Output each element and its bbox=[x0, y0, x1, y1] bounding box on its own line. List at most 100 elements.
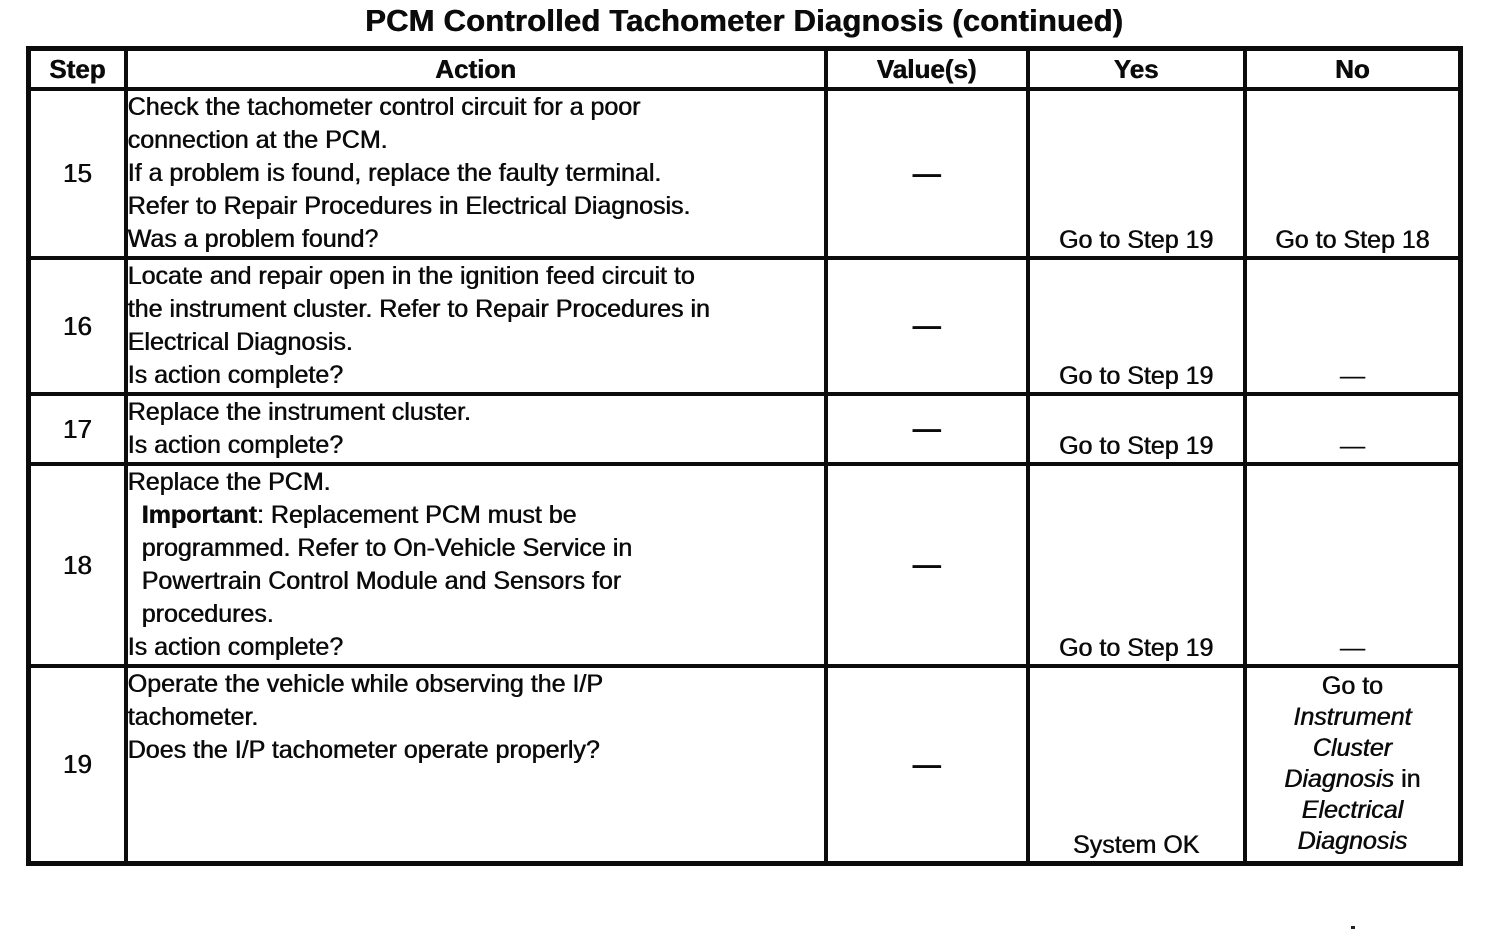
text-line: — bbox=[1249, 431, 1457, 460]
column-header-values: Value(s) bbox=[823, 46, 1030, 91]
text-segment: — bbox=[1339, 432, 1365, 460]
text-line: programmed. Refer to On-Vehicle Service … bbox=[141, 532, 822, 565]
value-cell: — bbox=[823, 87, 1030, 260]
no-cell: — bbox=[1242, 462, 1463, 668]
yes-cell: Go to Step 19 bbox=[1025, 256, 1247, 396]
text-line: Go to Step 18 bbox=[1249, 225, 1457, 254]
value-cell: — bbox=[823, 256, 1030, 396]
text-line: tachometer. bbox=[127, 701, 822, 734]
text-line: — bbox=[1249, 633, 1457, 662]
yes-cell: System OK bbox=[1025, 664, 1247, 866]
text-segment: Important bbox=[141, 501, 257, 529]
text-line: Electrical bbox=[1249, 795, 1457, 826]
text-line: Diagnosis in bbox=[1249, 764, 1457, 795]
text-segment: — bbox=[1339, 362, 1365, 390]
text-line: Powertrain Control Module and Sensors fo… bbox=[141, 565, 822, 598]
text-segment: Go to Step 19 bbox=[1058, 362, 1214, 390]
column-header-yes: Yes bbox=[1025, 46, 1247, 91]
yes-cell: Go to Step 19 bbox=[1025, 392, 1247, 466]
text-segment: If a problem is found, replace the fault… bbox=[127, 159, 662, 187]
scan-noise-speck bbox=[1351, 926, 1355, 929]
text-line: Is action complete? bbox=[127, 359, 822, 390]
text-segment: : Replacement PCM must be bbox=[256, 501, 577, 529]
page-title: PCM Controlled Tachometer Diagnosis (con… bbox=[364, 3, 1124, 38]
text-segment: Is action complete? bbox=[127, 361, 343, 389]
action-cell: Operate the vehicle while observing the … bbox=[123, 664, 828, 866]
text-segment: Electrical Diagnosis. bbox=[127, 328, 353, 356]
text-segment: Is action complete? bbox=[127, 633, 343, 661]
text-line: Is action complete? bbox=[127, 429, 822, 460]
text-segment: in bbox=[1393, 765, 1421, 793]
text-segment: Was a problem found? bbox=[127, 225, 379, 253]
text-segment: Electrical bbox=[1301, 796, 1403, 824]
step-cell: 15 bbox=[26, 87, 128, 260]
step-cell: 17 bbox=[26, 392, 128, 466]
text-line: Is action complete? bbox=[127, 631, 822, 662]
text-segment: Locate and repair open in the ignition f… bbox=[127, 262, 695, 290]
text-line: Electrical Diagnosis. bbox=[127, 326, 822, 359]
no-cell: — bbox=[1242, 256, 1463, 396]
text-segment: Replace the PCM. bbox=[127, 468, 331, 496]
text-segment: System OK bbox=[1072, 831, 1200, 859]
text-segment: Go to Step 19 bbox=[1058, 432, 1214, 460]
text-segment: Is action complete? bbox=[127, 431, 343, 459]
text-line: — bbox=[1249, 361, 1457, 390]
table-header: Step Action Value(s) Yes No bbox=[26, 46, 1463, 91]
text-segment: — bbox=[1339, 634, 1365, 662]
text-line: Instrument bbox=[1249, 702, 1457, 733]
text-line: Locate and repair open in the ignition f… bbox=[127, 262, 822, 293]
action-cell: Check the tachometer control circuit for… bbox=[123, 87, 828, 260]
text-line: Go to bbox=[1249, 671, 1457, 702]
column-header-step: Step bbox=[26, 46, 128, 91]
step-cell: 19 bbox=[26, 664, 128, 866]
column-header-no: No bbox=[1242, 46, 1463, 91]
text-segment: Powertrain Control Module and Sensors fo… bbox=[141, 567, 621, 595]
text-segment: Go to Step 18 bbox=[1275, 226, 1430, 254]
text-segment: Cluster bbox=[1312, 734, 1392, 762]
text-segment: Operate the vehicle while observing the … bbox=[127, 670, 603, 698]
text-line: Go to Step 19 bbox=[1032, 431, 1241, 460]
text-line: Operate the vehicle while observing the … bbox=[127, 670, 822, 701]
text-line: Go to Step 19 bbox=[1032, 361, 1241, 390]
action-cell: Locate and repair open in the ignition f… bbox=[123, 256, 828, 396]
step-cell: 16 bbox=[26, 256, 128, 396]
no-cell: Go to Step 18 bbox=[1242, 87, 1463, 260]
text-line: Refer to Repair Procedures in Electrical… bbox=[130, 190, 822, 223]
text-segment: Go to Step 19 bbox=[1058, 634, 1214, 662]
text-line: Replace the PCM. bbox=[127, 468, 822, 499]
text-segment: programmed. Refer to On-Vehicle Service … bbox=[141, 534, 633, 562]
text-line: connection at the PCM. bbox=[127, 124, 822, 157]
text-segment: Diagnosis bbox=[1297, 827, 1408, 855]
value-cell: — bbox=[823, 664, 1030, 866]
no-cell: — bbox=[1242, 392, 1463, 466]
text-line: Go to Step 19 bbox=[1032, 633, 1241, 662]
text-segment: Instrument bbox=[1293, 703, 1412, 731]
text-segment: Go to Step 19 bbox=[1058, 226, 1214, 254]
value-cell: — bbox=[823, 392, 1030, 466]
text-line: Important: Replacement PCM must be bbox=[141, 499, 822, 532]
text-line: the instrument cluster. Refer to Repair … bbox=[130, 293, 822, 326]
text-segment: connection at the PCM. bbox=[127, 126, 388, 154]
text-line: Replace the instrument cluster. bbox=[127, 398, 822, 429]
column-header-action: Action bbox=[123, 46, 828, 91]
action-cell: Replace the instrument cluster. Is action… bbox=[123, 392, 828, 466]
value-cell: — bbox=[823, 462, 1030, 668]
text-segment: Replace the instrument cluster. bbox=[127, 398, 471, 426]
text-line: Cluster bbox=[1249, 733, 1457, 764]
text-line: procedures. bbox=[142, 598, 822, 631]
text-line: Go to Step 19 bbox=[1032, 225, 1241, 254]
header-row: Step Action Value(s) Yes No bbox=[26, 46, 1463, 91]
text-line: System OK bbox=[1032, 830, 1241, 860]
text-segment: tachometer. bbox=[127, 703, 259, 731]
text-line: If a problem is found, replace the fault… bbox=[127, 157, 822, 190]
text-line: Does the I/P tachometer operate properly… bbox=[130, 734, 822, 767]
action-cell: Replace the PCM. Important: Replacement P… bbox=[123, 462, 828, 668]
